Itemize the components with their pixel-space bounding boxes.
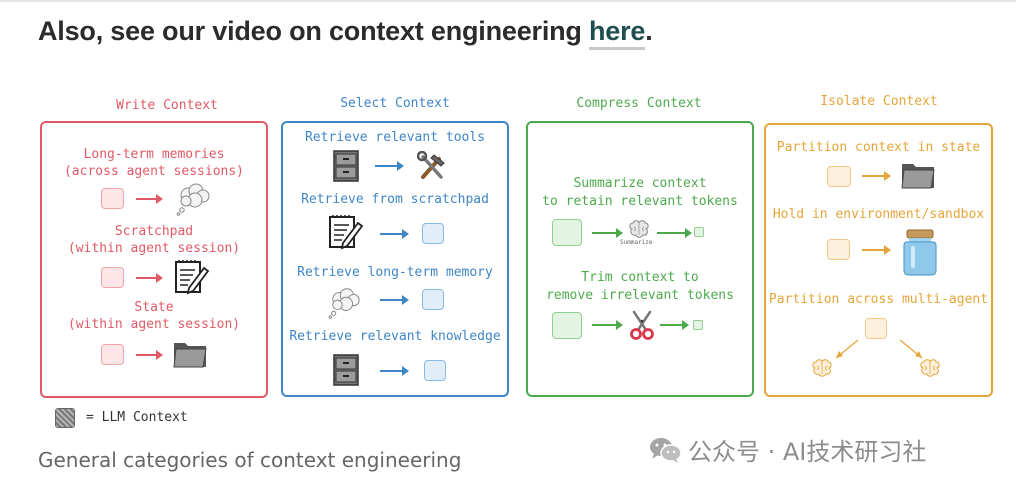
watermark: 公众号 · AI技术研习社 — [648, 432, 926, 467]
llm-context-box-small — [694, 227, 704, 237]
arrow-right — [380, 294, 409, 306]
arrow-right — [136, 193, 163, 205]
summarize-icon-label: Summarize — [620, 239, 653, 246]
write-item-2-line2: (within agent session) — [67, 241, 241, 256]
select-item-2-label: Retrieve from scratchpad — [301, 192, 489, 207]
legend-label: = LLM Context — [86, 410, 188, 425]
thought-cloud-icon — [176, 183, 210, 216]
arrow-right — [380, 228, 409, 240]
notepad-pencil-icon — [175, 260, 210, 295]
thought-cloud-icon — [328, 288, 360, 319]
watermark-text: 公众号 · AI技术研习社 — [688, 438, 927, 466]
compress-item-2-line1: Trim context to — [581, 270, 699, 285]
figure-caption: General categories of context engineerin… — [38, 448, 462, 472]
brain-icon — [812, 359, 832, 377]
wechat-icon — [650, 437, 682, 463]
hammer-wrench-icon — [417, 151, 445, 179]
llm-context-box — [827, 239, 850, 260]
jar-icon — [903, 229, 937, 276]
llm-context-box — [101, 344, 124, 365]
split-arrows — [835, 339, 923, 359]
write-item-2-line1: Scratchpad — [114, 224, 194, 239]
isolate-item-3-label: Partition across multi-agent — [768, 292, 989, 307]
select-item-4-label: Retrieve relevant knowledge — [289, 329, 501, 344]
arrow-right — [657, 227, 692, 239]
folder-icon — [173, 343, 207, 368]
llm-context-box — [552, 312, 582, 339]
arrow-right — [592, 319, 623, 331]
arrow-right — [136, 272, 163, 284]
write-item-1-line1: Long-term memories — [83, 147, 225, 162]
compress-item-1-line1: Summarize context — [573, 176, 707, 191]
llm-context-box — [101, 188, 124, 209]
llm-context-box — [865, 318, 887, 339]
arrow-right — [862, 244, 891, 256]
arrow-right — [660, 319, 689, 331]
notepad-pencil-icon — [329, 215, 364, 250]
isolate-context-title: Isolate Context — [820, 94, 938, 109]
select-item-1-label: Retrieve relevant tools — [304, 130, 485, 145]
write-context-title: Write Context — [116, 98, 218, 113]
select-item-3-label: Retrieve long-term memory — [297, 265, 493, 280]
isolate-panel — [764, 123, 993, 397]
arrow-right — [380, 365, 409, 377]
file-cabinet-icon — [333, 354, 359, 386]
folder-icon — [901, 164, 935, 189]
llm-context-box-small — [693, 320, 703, 330]
llm-context-box — [827, 166, 851, 187]
video-link[interactable]: here — [589, 16, 645, 50]
isolate-item-1-label: Partition context in state — [776, 140, 981, 155]
title-period: . — [645, 16, 653, 46]
write-item-3-line2: (within agent session) — [67, 317, 241, 332]
compress-panel — [526, 121, 754, 397]
page-title: Also, see our video on context engineeri… — [38, 16, 653, 50]
llm-context-legend-swatch — [55, 408, 75, 428]
brain-icon — [920, 359, 940, 377]
compress-context-title: Compress Context — [576, 96, 702, 111]
llm-context-box — [101, 267, 124, 288]
title-text: Also, see our video on context engineeri… — [38, 16, 590, 46]
arrow-right — [136, 349, 163, 361]
isolate-item-2-label: Hold in environment/sandbox — [772, 207, 985, 222]
arrow-right — [592, 227, 623, 239]
llm-context-box — [422, 289, 444, 310]
top-divider — [0, 0, 1016, 2]
scissors-icon — [630, 310, 654, 340]
write-item-3-line1: State — [134, 300, 174, 315]
llm-context-box — [424, 360, 446, 381]
llm-context-box — [422, 223, 444, 244]
arrow-right — [375, 160, 404, 172]
brain-icon — [629, 220, 649, 238]
llm-context-box — [552, 219, 582, 246]
compress-item-2-line2: remove irrelevant tokens — [546, 288, 734, 303]
select-context-title: Select Context — [340, 96, 450, 111]
compress-item-1-line2: to retain relevant tokens — [542, 194, 738, 209]
file-cabinet-icon — [333, 150, 359, 182]
write-item-1-line2: (across agent sessions) — [63, 164, 244, 179]
write-panel — [40, 121, 268, 398]
select-panel — [281, 121, 509, 397]
arrow-right — [862, 170, 891, 182]
